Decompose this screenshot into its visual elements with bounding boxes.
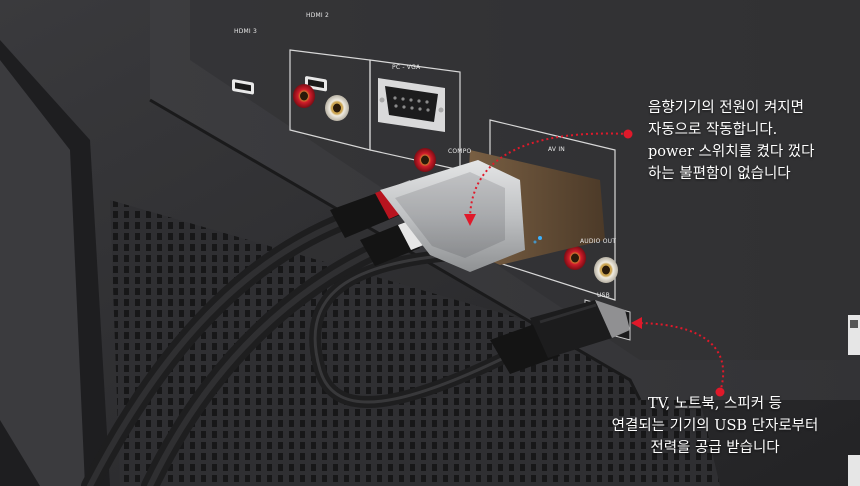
callout-bottom-line-3: 전력을 공급 받습니다 xyxy=(650,440,780,456)
callout-arrows xyxy=(469,132,725,393)
callout-top-line-2: 자동으로 작동합니다. xyxy=(648,122,778,138)
callout-top-line-3: power 스위치를 켰다 껐다 xyxy=(648,144,815,160)
tv-side-panel xyxy=(0,60,85,486)
hdmi-3-label: HDMI 3 xyxy=(234,28,258,35)
callout-top-text: 음향기기의 전원이 켜지면 자동으로 작동합니다. power 스위치를 켰다 … xyxy=(648,97,814,185)
callout-bottom-line-2: 연결되는 기기의 USB 단자로부터 xyxy=(611,418,819,434)
usb-plug xyxy=(490,300,630,374)
hdmi-2-label: HDMI 2 xyxy=(306,12,330,19)
callout-dot-bottom xyxy=(715,387,725,397)
callout-top-line-1: 음향기기의 전원이 켜지면 xyxy=(648,100,804,116)
vga-port xyxy=(378,78,445,132)
callout-bottom-text: TV, 노트북, 스피커 등 연결되는 기기의 USB 단자로부터 전력을 공급… xyxy=(590,393,840,459)
rca-jack-red-audio-out xyxy=(564,246,586,270)
pc-vga-label: PC - VGA xyxy=(392,64,421,71)
rca-jack-red-top xyxy=(293,84,315,108)
arrowhead-down xyxy=(464,214,476,226)
callout-top-line-4: 하는 불편함이 없습니다 xyxy=(648,166,791,182)
usb-label: USB xyxy=(597,292,610,299)
rca-jack-red-component xyxy=(414,148,436,172)
callout-bottom-line-1: TV, 노트북, 스피커 등 xyxy=(647,396,783,412)
rca-jack-white-top xyxy=(325,95,349,121)
rca-jack-white-audio-out xyxy=(594,257,618,283)
arrowhead-left xyxy=(631,317,642,329)
av-in-label: AV IN xyxy=(548,146,565,153)
hdmi-3-port xyxy=(232,79,254,95)
callout-dot-top xyxy=(623,129,633,139)
mount-bracket-lower xyxy=(848,455,860,486)
cables xyxy=(81,206,526,486)
usb-power-adapter xyxy=(380,150,605,272)
component-label: COMPO xyxy=(448,148,472,155)
audio-out-label: AUDIO OUT xyxy=(580,238,617,245)
